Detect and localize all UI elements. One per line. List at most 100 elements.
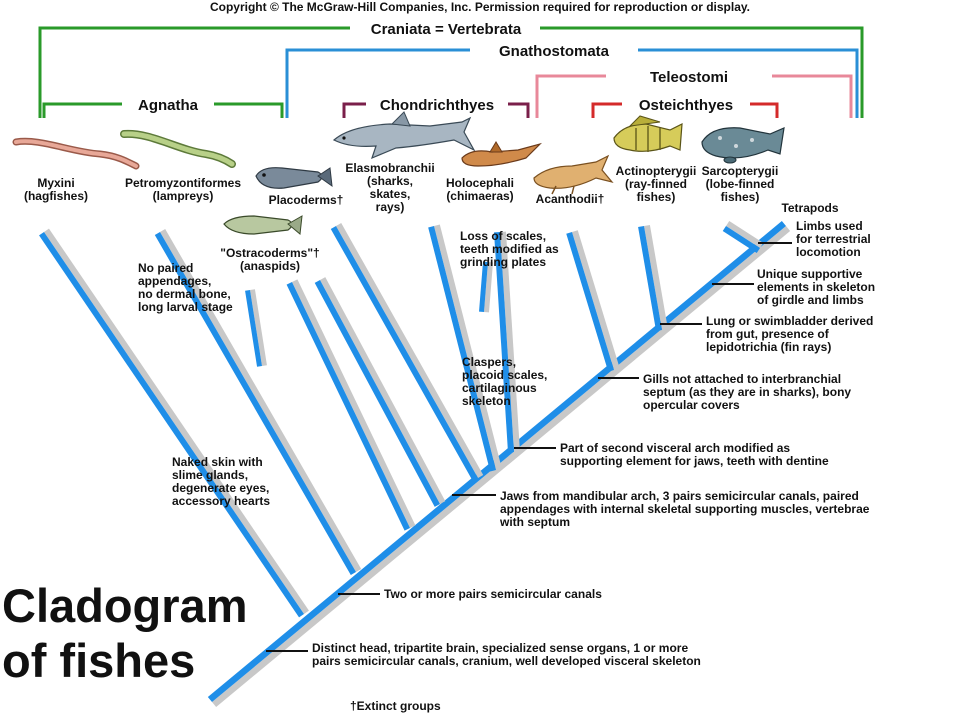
chondrichthyes-bracket-right: [508, 102, 530, 118]
chondrichthyes-bracket: [342, 102, 366, 118]
holocephali-branch-shade: [434, 224, 502, 470]
taxon-label-acanthodii: Acanthodii†: [536, 192, 605, 206]
tetrapod-branch: [722, 220, 764, 254]
placoderm-branch: [286, 279, 416, 531]
teleostomi-bracket: [535, 74, 606, 118]
sarcopterygii-branch: [638, 224, 668, 332]
character-label-line: locomotion: [796, 245, 861, 259]
taxon-label-ostracoderms: "Ostracoderms"†(anaspids): [220, 246, 319, 273]
taxon-label-line: Myxini: [37, 176, 74, 190]
chondrichthyes-internal-branch-shade: [484, 262, 493, 313]
taxon-label-line: (sharks,: [367, 174, 413, 188]
character-leader-lines: [266, 242, 792, 652]
character-label-line: lepidotrichia (fin rays): [706, 340, 831, 354]
osteichthyes-bracket: [591, 102, 622, 118]
character-label-line: Loss of scales,: [460, 229, 546, 243]
agnatha-bracket: [42, 102, 122, 118]
character-label-visceral: Part of second visceral arch modified as…: [560, 441, 829, 468]
character-label-line: grinding plates: [460, 255, 546, 269]
petromyzontiformes-branch-shade: [160, 229, 362, 573]
character-label-line: cartilaginous: [462, 381, 537, 395]
clade-labels: Craniata = Vertebrata Gnathostomata Agna…: [138, 21, 733, 114]
character-label-line: placoid scales,: [462, 368, 547, 382]
taxon-label-line: Acanthodii†: [536, 192, 605, 206]
character-label-line: teeth modified as: [460, 242, 559, 256]
hagfish-icon: [12, 137, 140, 170]
ostracoderm-branch: [314, 277, 446, 507]
character-label-line: of girdle and limbs: [757, 293, 864, 307]
taxon-label-line: fishes): [721, 190, 760, 204]
craniata-bracket: [38, 26, 350, 118]
character-label-line: no dermal bone,: [138, 287, 231, 301]
gnathostomata-bracket: [285, 48, 470, 118]
acanthodii-branch-shade: [500, 231, 520, 452]
sarcopterygii-branch-shade: [644, 224, 668, 330]
taxon-label-line: "Ostracoderms"†: [220, 246, 319, 260]
character-label-line: accessory hearts: [172, 494, 270, 508]
elasmobranch-branch-face: [330, 226, 478, 481]
diagram-title-line-2: of fishes: [2, 634, 195, 687]
character-label-line: long larval stage: [138, 300, 233, 314]
petromyzontiformes-branch: [154, 229, 362, 575]
elasmobranch-branch: [330, 223, 484, 481]
coelacanth-icon: [701, 127, 785, 164]
taxon-label-placoderms: Placoderms†: [269, 193, 344, 207]
character-label-line: Distinct head, tripartite brain, special…: [312, 641, 688, 655]
character-label-line: Unique supportive: [757, 267, 863, 281]
character-label-line: pairs semicircular canals, cranium, well…: [312, 654, 701, 668]
taxon-label-petromyzontiformes: Petromyzontiformes(lampreys): [125, 176, 241, 203]
taxon-label-elasmobranchii: Elasmobranchii(sharks,skates,rays): [345, 161, 434, 214]
character-label-line: appendages,: [138, 274, 211, 288]
gnathostomata-label: Gnathostomata: [499, 43, 610, 60]
sarcopterygii-branch-face: [638, 226, 662, 332]
character-label-line: appendages with internal skeletal suppor…: [500, 502, 870, 516]
placoderm-icon: [255, 167, 333, 189]
character-label-line: Jaws from mandibular arch, 3 pairs semic…: [500, 489, 859, 503]
tetrapod-branch-face: [722, 226, 760, 254]
actinopterygii-branch: [566, 230, 620, 372]
diagram-title-line-1: Cladogram: [2, 579, 248, 632]
holocephali-branch-face: [428, 226, 496, 472]
gnathostomata-bracket-right: [638, 48, 859, 118]
acanthodii-branch-face: [494, 232, 514, 453]
ostracoderm-branch-face: [314, 280, 440, 507]
cladogram-tree: [39, 220, 791, 708]
agnatha-internal-branch: [245, 289, 267, 367]
teleostomi-label: Teleostomi: [650, 69, 728, 86]
chimaera-icon: [461, 141, 543, 167]
taxon-label-line: (chimaeras): [446, 189, 513, 203]
osteichthyes-label: Osteichthyes: [639, 97, 733, 114]
taxon-label-line: (lobe-finned: [706, 177, 775, 191]
character-label-line: with septum: [499, 515, 570, 529]
character-label-line: skeleton: [462, 394, 511, 408]
actinopterygii-branch-face: [566, 232, 614, 372]
taxon-label-line: Placoderms†: [269, 193, 344, 207]
character-label-line: for terrestrial: [796, 232, 871, 246]
taxon-label-line: skates,: [370, 187, 411, 201]
taxon-label-line: Petromyzontiformes: [125, 176, 241, 190]
character-label-canals: Two or more pairs semicircular canals: [384, 587, 602, 601]
character-label-line: degenerate eyes,: [172, 481, 269, 495]
character-label-line: slime glands,: [172, 468, 248, 482]
chondrichthyes-internal-branch: [479, 261, 493, 313]
character-label-line: Gills not attached to interbranchial: [643, 372, 841, 386]
holocephali-branch: [428, 224, 502, 472]
chondrichthyes-label: Chondrichthyes: [380, 97, 494, 114]
placoderm-branch-shade: [292, 279, 416, 528]
character-label-line: Two or more pairs semicircular canals: [384, 587, 602, 601]
copyright-notice: Copyright © The McGraw-Hill Companies, I…: [210, 0, 750, 14]
teleostomi-bracket-right: [772, 74, 853, 118]
taxon-label-line: Sarcopterygii: [702, 164, 779, 178]
myxini-branch-face: [39, 232, 305, 618]
agnatha-bracket-right: [214, 102, 284, 118]
character-label-head: Distinct head, tripartite brain, special…: [312, 641, 701, 668]
perch-icon: [613, 115, 683, 152]
